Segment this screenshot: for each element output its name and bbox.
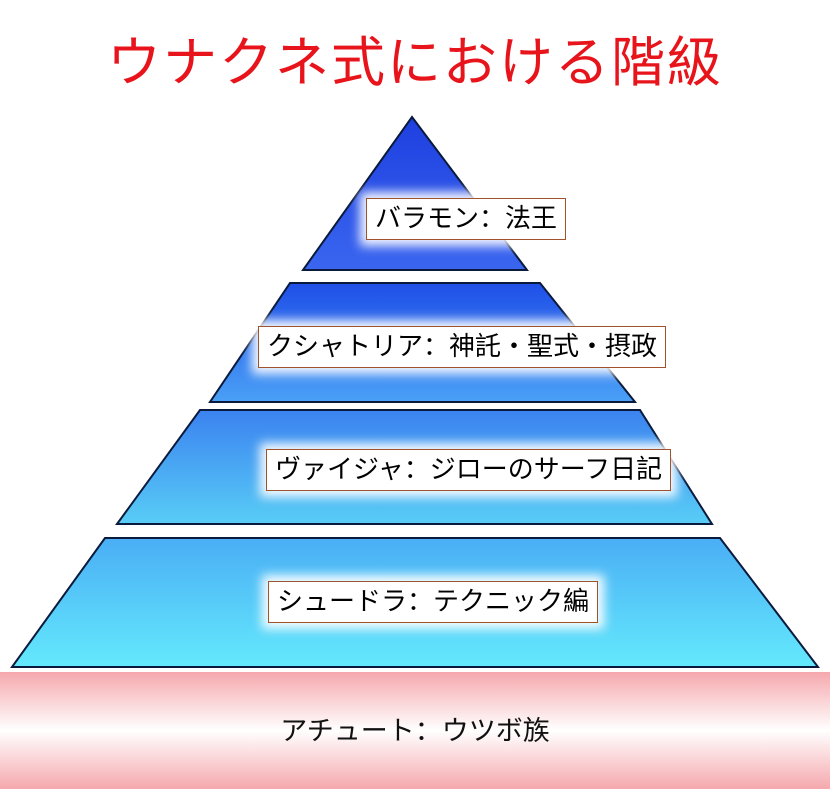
tier-3-label: ヴァイジャ：ジローのサーフ日記	[266, 449, 672, 491]
tier-1-shape	[301, 115, 530, 271]
base-label: アチュート：ウツボ族	[280, 716, 550, 747]
tier-4-label: シュードラ：テクニック編	[268, 581, 599, 623]
tier-2-label: クシャトリア：神託・聖式・摂政	[258, 326, 667, 368]
diagram-title: ウナクネ式における階級	[107, 31, 723, 94]
base-band	[0, 672, 830, 789]
tier-1-label: バラモン：法王	[366, 198, 567, 240]
